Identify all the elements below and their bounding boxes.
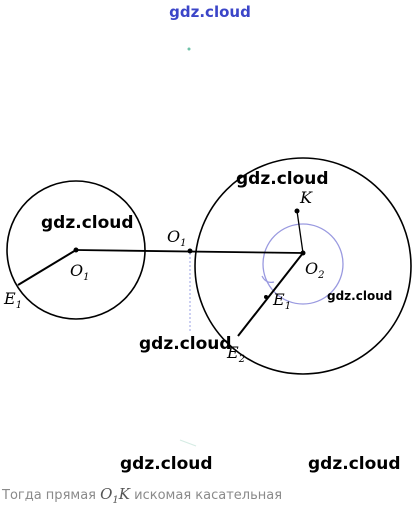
watermark-top: gdz.cloud (169, 3, 251, 21)
watermark-circle-1: gdz.cloud (41, 213, 134, 233)
circle-1 (6, 180, 146, 320)
point-e1-right (264, 295, 268, 299)
faint-dot (187, 47, 191, 51)
auxiliary-arc-mark (261, 275, 275, 283)
point-o1 (73, 247, 79, 253)
point-o2 (300, 250, 306, 256)
radius-o1-e1 (17, 249, 77, 286)
faint-mark (179, 439, 197, 447)
caption-math: O1K (100, 485, 131, 506)
circle-2 (194, 157, 412, 375)
watermark-bottom-right: gdz.cloud (308, 454, 401, 474)
label-k: K (299, 188, 313, 207)
label-e2: E2 (226, 343, 245, 365)
label-o2: O2 (305, 259, 325, 281)
auxiliary-circle (262, 223, 344, 305)
watermark-middle: gdz.cloud (139, 334, 232, 354)
caption-before: Тогда прямая (2, 488, 101, 503)
radius-o2-e2 (237, 252, 304, 337)
segment-k-o2 (296, 210, 304, 254)
caption: Тогда прямая O1K искомая касательная (2, 484, 282, 511)
caption-after: искомая касательная (130, 488, 283, 503)
label-e1-left: E1 (3, 289, 22, 311)
watermark-circle-2: gdz.cloud (236, 169, 329, 189)
point-k (294, 208, 300, 214)
label-o1-prime: O1 (167, 227, 187, 249)
watermark-bottom-left: gdz.cloud (120, 454, 213, 474)
watermark-small-right: gdz.cloud (327, 289, 392, 303)
label-o1: O1 (70, 261, 90, 283)
label-e1-right: E1 (272, 290, 291, 312)
point-o1-prime (187, 248, 193, 254)
